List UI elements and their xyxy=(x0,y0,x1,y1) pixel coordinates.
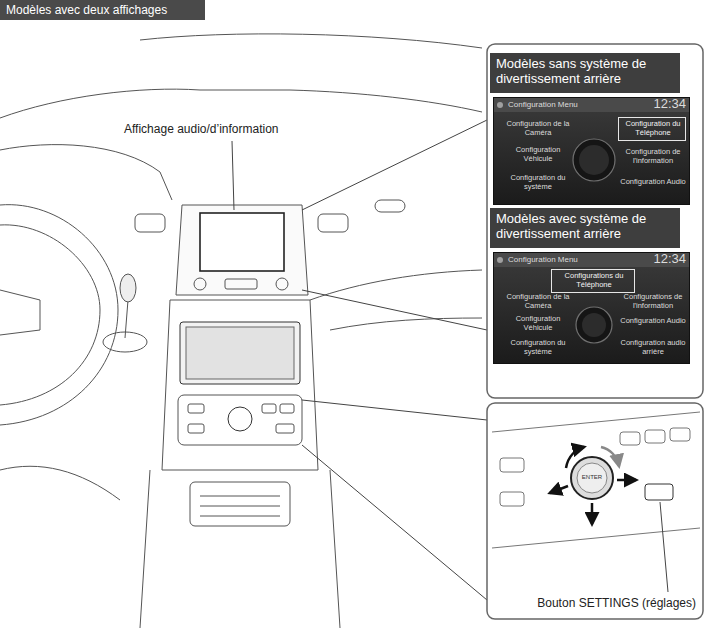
menu-item: Configuration audio arrière xyxy=(618,339,688,356)
settings-button xyxy=(645,484,673,500)
enter-knob xyxy=(571,457,613,499)
menu-dial-center xyxy=(582,313,606,337)
model-band: Modèles sans système de divertissement a… xyxy=(490,53,680,93)
audio-knob xyxy=(194,278,206,290)
screen-header: Configuration Menu xyxy=(508,100,618,109)
menu-item: Configuration du système xyxy=(506,339,570,356)
control-button xyxy=(262,404,276,413)
menu-item: Configuration du Téléphone xyxy=(621,120,685,137)
menu-item: Configurations du Téléphone xyxy=(554,272,634,289)
menu-item: Configuration de l'information xyxy=(618,148,688,165)
header-bar xyxy=(494,253,689,267)
shifter-stalk xyxy=(125,300,128,338)
menu-item: Configuration de la Caméra xyxy=(506,293,570,310)
menu-dial xyxy=(576,307,612,343)
gauge-hood xyxy=(0,145,172,200)
title-band: Modèles avec deux affichages xyxy=(0,0,205,20)
screen-header: Configuration Menu xyxy=(508,255,618,264)
lower-display xyxy=(180,322,300,384)
shifter-knob xyxy=(120,274,136,302)
center-stack xyxy=(162,300,318,470)
title-text: Modèles avec deux affichages xyxy=(6,3,199,17)
menu-item: Configuration Véhicule xyxy=(506,146,570,163)
callout-line xyxy=(302,400,487,420)
move-arrow xyxy=(617,479,636,482)
leader-line xyxy=(660,502,668,592)
button-strip xyxy=(225,279,257,289)
control-panel xyxy=(178,395,302,445)
lower-display-screen xyxy=(186,327,294,379)
part-label: Affichage audio/d’information xyxy=(122,122,281,136)
steering-wheel xyxy=(0,205,118,425)
menu-item: Configuration Audio xyxy=(618,178,688,187)
dashboard-lines xyxy=(0,34,482,628)
steering-spoke xyxy=(0,290,40,335)
menu-item: Configuration de la Caméra xyxy=(506,120,570,137)
menu-item: Configurations de l'information xyxy=(618,293,688,310)
panel-button xyxy=(500,492,524,506)
leader-line xyxy=(232,141,234,210)
menu-dial-center xyxy=(579,145,609,175)
dash-line xyxy=(310,270,482,300)
model-band: Modèles avec système de divertissement a… xyxy=(490,208,680,248)
callout-line xyxy=(302,290,487,330)
air-vent xyxy=(318,214,348,232)
button-label: Bouton SETTINGS (réglages) xyxy=(535,596,698,610)
windshield-line xyxy=(140,34,482,48)
door-handle xyxy=(375,200,405,212)
panel-edge xyxy=(492,528,700,548)
leader-lines xyxy=(232,120,487,600)
panel-button xyxy=(620,432,640,445)
callout-line xyxy=(302,120,487,210)
panel-button xyxy=(500,458,524,472)
steering-wheel xyxy=(0,225,100,405)
menu-screen: Configuration Menu 12:34Configuration de … xyxy=(493,97,690,205)
move-arrow xyxy=(550,486,568,493)
menu-screen: Configuration Menu 12:34Configuration de … xyxy=(493,252,690,364)
panel-button xyxy=(670,428,690,441)
panel-button xyxy=(645,430,665,443)
move-arrow xyxy=(591,503,594,524)
dash-top xyxy=(0,89,482,118)
panel-edge xyxy=(492,412,700,432)
header-dot xyxy=(497,257,503,263)
console-slots xyxy=(200,496,280,516)
console-side xyxy=(140,470,340,628)
menu-dial xyxy=(573,139,615,181)
band-text: Modèles avec système de divertissement a… xyxy=(496,212,674,242)
menu-item: Configuration Audio xyxy=(618,317,688,326)
clock-text: 12:34 xyxy=(640,252,686,267)
selected-menu-item: Configuration du Téléphone xyxy=(618,117,686,141)
display-housing xyxy=(176,205,308,295)
control-button xyxy=(188,404,204,413)
air-vent xyxy=(135,214,165,232)
control-button xyxy=(280,404,294,413)
callout-panel xyxy=(487,44,703,398)
door-line xyxy=(0,466,120,500)
header-bar xyxy=(494,98,689,112)
upper-display xyxy=(200,213,284,271)
knob-arrows xyxy=(550,447,636,524)
clock-text: 12:34 xyxy=(640,97,686,112)
band-text: Modèles sans système de divertissement a… xyxy=(496,57,674,87)
audio-knob xyxy=(276,278,288,290)
button-closeup xyxy=(492,412,700,548)
menu-item: Configuration Véhicule xyxy=(506,315,570,332)
control-button xyxy=(188,424,204,433)
enter-knob-center xyxy=(577,463,607,493)
control-knob xyxy=(228,407,252,431)
control-button xyxy=(276,424,294,433)
header-dot xyxy=(497,102,503,108)
rotate-arrow xyxy=(601,447,619,466)
callout-line xyxy=(302,445,487,600)
callout-panel xyxy=(487,403,703,619)
knob-label: ENTER xyxy=(582,474,602,480)
rotate-arrow xyxy=(566,447,584,468)
lower-console xyxy=(190,482,290,526)
menu-item: Configuration du système xyxy=(506,174,570,191)
selected-menu-item: Configurations du Téléphone xyxy=(551,269,635,293)
